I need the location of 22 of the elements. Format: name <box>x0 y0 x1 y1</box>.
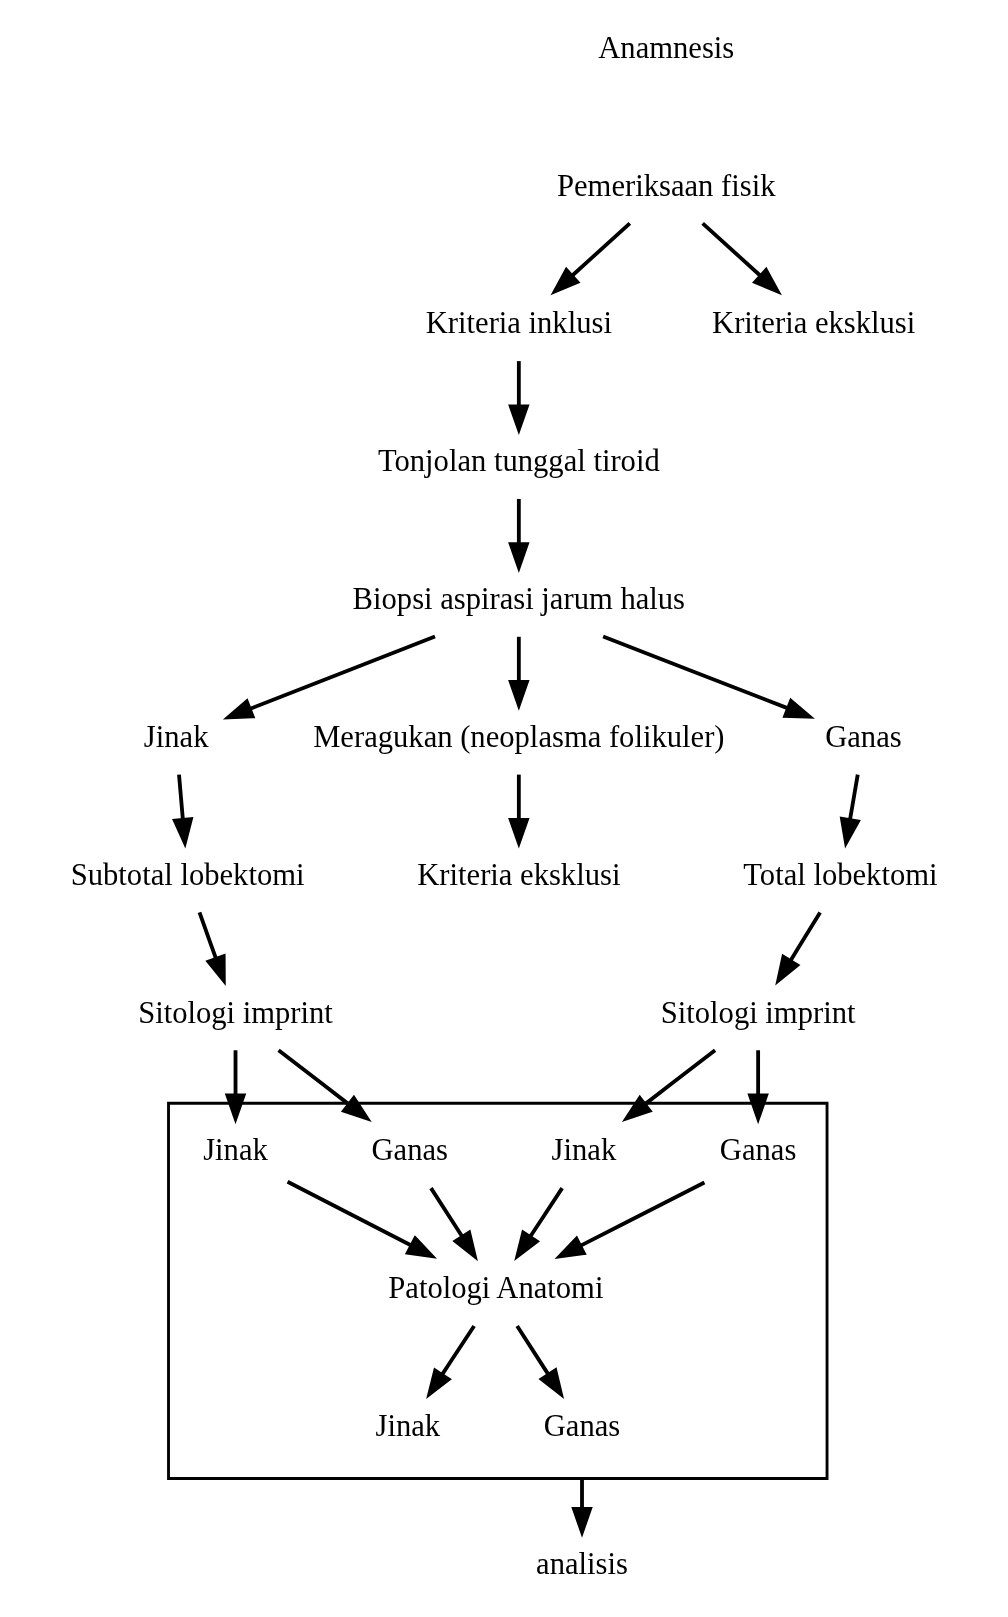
node-text: analisis <box>536 1546 628 1581</box>
node-text: Subtotal lobektomi <box>70 857 305 892</box>
node-text: Jinak <box>203 1133 268 1168</box>
node-text: Kriteria inklusi <box>425 306 612 341</box>
node-text: Ganas <box>543 1409 621 1444</box>
node-text: Kriteria eksklusi <box>417 857 621 892</box>
node-text: Sitologi imprint <box>138 995 333 1030</box>
node-text: Biopsi aspirasi jarum halus <box>352 582 686 617</box>
node-text: Ganas <box>719 1133 797 1168</box>
node-text: Jinak <box>551 1133 617 1168</box>
node-text: Jinak <box>143 719 209 754</box>
node-text: Kriteria eksklusi <box>712 306 916 341</box>
node-text: Pemeriksaan fisik <box>557 168 776 203</box>
node-text: Total lobektomi <box>743 857 938 892</box>
label: Anamnesis <box>598 30 735 65</box>
node-text: Ganas <box>825 719 902 754</box>
node-text: Tonjolan tunggal tiroid <box>377 444 660 479</box>
node-text: Jinak <box>375 1409 441 1444</box>
node-text: Sitologi imprint <box>660 995 856 1030</box>
node-text: Meragukan (neoplasma folikuler) <box>313 719 725 754</box>
node-text: Ganas <box>371 1133 448 1168</box>
node-text: Patologi Anatomi <box>388 1271 604 1306</box>
